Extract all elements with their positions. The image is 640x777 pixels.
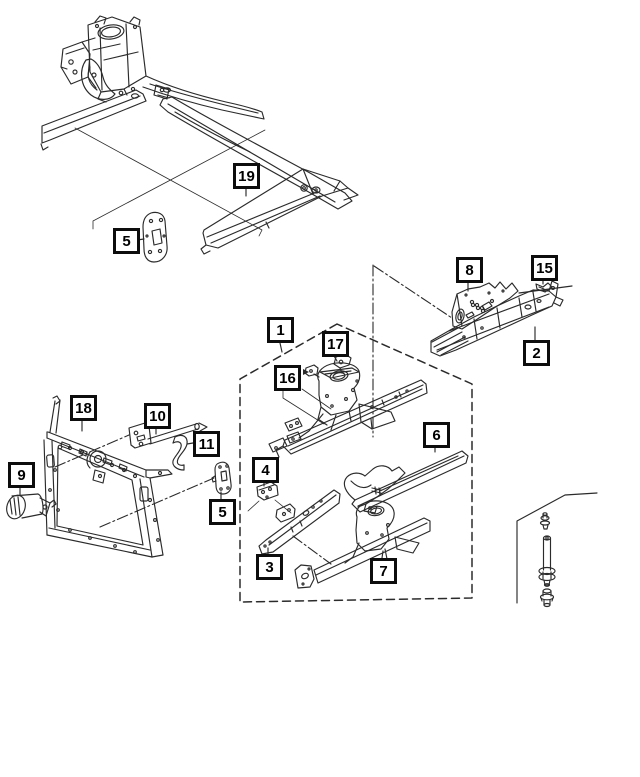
part-3-rail-art <box>258 489 341 555</box>
callout-5-left[interactable]: 5 <box>209 499 236 525</box>
fastener-detail-art <box>516 492 598 608</box>
callout-18[interactable]: 18 <box>70 395 97 421</box>
callout-17[interactable]: 17 <box>322 331 349 357</box>
callout-7[interactable]: 7 <box>370 558 397 584</box>
callout-10[interactable]: 10 <box>144 403 171 429</box>
callout-1[interactable]: 1 <box>267 317 294 343</box>
part-6-rail-art <box>343 446 469 514</box>
callout-3[interactable]: 3 <box>256 554 283 580</box>
callout-19[interactable]: 19 <box>233 163 260 189</box>
part-2-rail-assembly-art <box>430 280 573 357</box>
part-7-rail-assembly-art <box>294 500 431 589</box>
part-1-rail-assembly-art <box>268 362 428 458</box>
callout-9[interactable]: 9 <box>8 462 35 488</box>
part-10-bar-art <box>128 422 208 449</box>
callout-2[interactable]: 2 <box>523 340 550 366</box>
part-9-horn-art <box>6 486 57 520</box>
callout-6[interactable]: 6 <box>423 422 450 448</box>
radiator-support-art <box>43 395 173 558</box>
exploded-view-boundary <box>239 323 473 603</box>
part-19-rail-art <box>200 168 359 255</box>
part-16-clip-art <box>282 364 332 425</box>
callout-15[interactable]: 15 <box>531 255 558 281</box>
callout-4[interactable]: 4 <box>252 457 279 483</box>
part-11-bracket-art <box>172 434 194 471</box>
part-4-bracket-art <box>247 481 292 514</box>
callout-11[interactable]: 11 <box>193 431 220 457</box>
callout-5-upper[interactable]: 5 <box>113 228 140 254</box>
callout-16[interactable]: 16 <box>274 365 301 391</box>
part-5-left-plate-art <box>211 461 232 500</box>
wheelhouse-assembly-art <box>40 15 353 237</box>
part-5-upper-plate-art <box>136 211 168 263</box>
part-8-gusset-art <box>451 281 519 330</box>
callout-8[interactable]: 8 <box>456 257 483 283</box>
